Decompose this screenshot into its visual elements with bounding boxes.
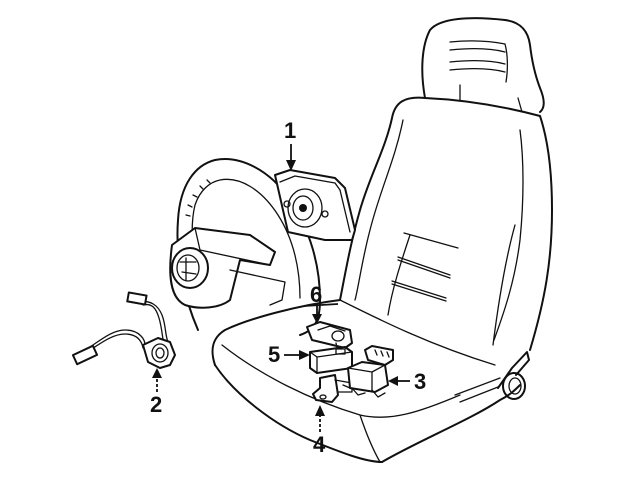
- callout-2: 2: [150, 368, 162, 417]
- arrow-icon: [286, 160, 296, 171]
- headrest: [421, 17, 545, 113]
- callout-4: 4: [313, 405, 326, 457]
- callout-number-6: 6: [310, 282, 322, 307]
- airbag-module: [274, 169, 356, 241]
- callout-number-5: 5: [268, 342, 280, 367]
- seat: [211, 17, 553, 463]
- steering-wheel: [169, 158, 321, 336]
- arrow-icon: [388, 376, 398, 386]
- diagnostic-module: [309, 346, 353, 374]
- callout-number-2: 2: [150, 392, 162, 417]
- arrow-icon: [152, 368, 162, 378]
- callout-number-4: 4: [313, 432, 326, 457]
- callout-1: 1: [284, 118, 296, 171]
- callout-6: 6: [303, 282, 339, 324]
- callout-3: 3: [388, 369, 426, 394]
- backrest: [339, 96, 553, 351]
- arrow-icon: [315, 405, 325, 416]
- callout-number-3: 3: [414, 369, 426, 394]
- sensor-module: [347, 345, 394, 398]
- recliner-knob: [497, 351, 530, 400]
- callout-number-1: 1: [284, 118, 296, 143]
- arrow-icon: [312, 314, 322, 324]
- seat-cushion: [211, 299, 521, 463]
- arrow-icon: [299, 350, 310, 360]
- clockspring: [71, 291, 176, 369]
- callout-5: 5: [268, 342, 310, 367]
- mounting-bracket: [312, 374, 353, 403]
